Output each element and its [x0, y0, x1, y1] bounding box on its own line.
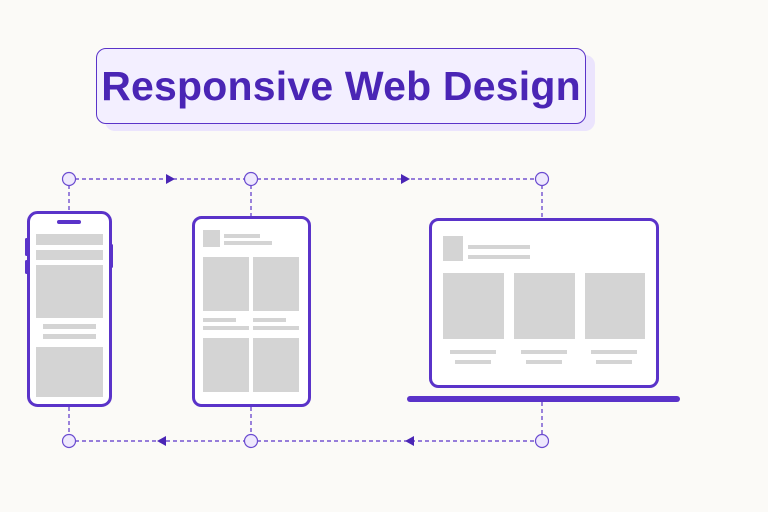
- phone-nav-bar: [36, 250, 103, 260]
- tablet-card-2: [253, 257, 299, 311]
- laptop-card-2-line-2: [526, 360, 562, 364]
- smartphone-icon: [25, 211, 113, 407]
- laptop-card-3-line-1: [591, 350, 637, 354]
- node-bottom-desktop: [534, 433, 550, 449]
- tablet-icon: [192, 216, 311, 407]
- laptop-card-1-line-2: [455, 360, 491, 364]
- laptop-header-line-2: [468, 255, 530, 259]
- laptop-card-1: [443, 273, 504, 339]
- tablet-card-4: [253, 338, 299, 392]
- tablet-card-2-line-2: [253, 326, 299, 330]
- phone-text-line-2: [43, 334, 96, 339]
- phone-screen-content: [36, 234, 103, 397]
- tablet-card-1-line-2: [203, 326, 249, 330]
- arrow-left-2: [405, 436, 414, 446]
- node-top-desktop: [534, 171, 550, 187]
- node-bottom-mobile: [61, 433, 77, 449]
- laptop-avatar: [443, 236, 463, 261]
- tablet-card-3: [203, 338, 249, 392]
- laptop-screen-content: [443, 236, 645, 364]
- laptop-header-line-1: [468, 245, 530, 249]
- arrow-right-1: [166, 174, 175, 184]
- phone-speaker: [57, 220, 81, 224]
- arrow-left-1: [157, 436, 166, 446]
- tablet-avatar: [203, 230, 220, 247]
- phone-footer-image: [36, 347, 103, 397]
- tablet-card-1-line-1: [203, 318, 236, 322]
- laptop-card-1-line-1: [450, 350, 496, 354]
- connector-nodes: [61, 171, 550, 449]
- node-top-mobile: [61, 171, 77, 187]
- arrow-right-2: [401, 174, 410, 184]
- tablet-screen-content: [203, 230, 299, 392]
- title-banner: Responsive Web Design: [96, 48, 586, 124]
- tablet-card-1: [203, 257, 249, 311]
- laptop-card-3: [585, 273, 645, 339]
- laptop-icon: [407, 218, 680, 402]
- node-bottom-tablet: [243, 433, 259, 449]
- connector-lines: [68, 178, 543, 442]
- node-top-tablet: [243, 171, 259, 187]
- phone-text-line-1: [43, 324, 96, 329]
- phone-hero-image: [36, 265, 103, 318]
- laptop-card-2: [514, 273, 575, 339]
- page-title: Responsive Web Design: [101, 62, 581, 109]
- laptop-base: [407, 396, 680, 402]
- laptop-card-3-line-2: [596, 360, 632, 364]
- tablet-card-2-line-1: [253, 318, 286, 322]
- tablet-header-line-2: [224, 241, 272, 245]
- flow-arrows: [157, 174, 414, 446]
- phone-header-bar: [36, 234, 103, 245]
- tablet-header-line-1: [224, 234, 260, 238]
- laptop-card-2-line-1: [521, 350, 567, 354]
